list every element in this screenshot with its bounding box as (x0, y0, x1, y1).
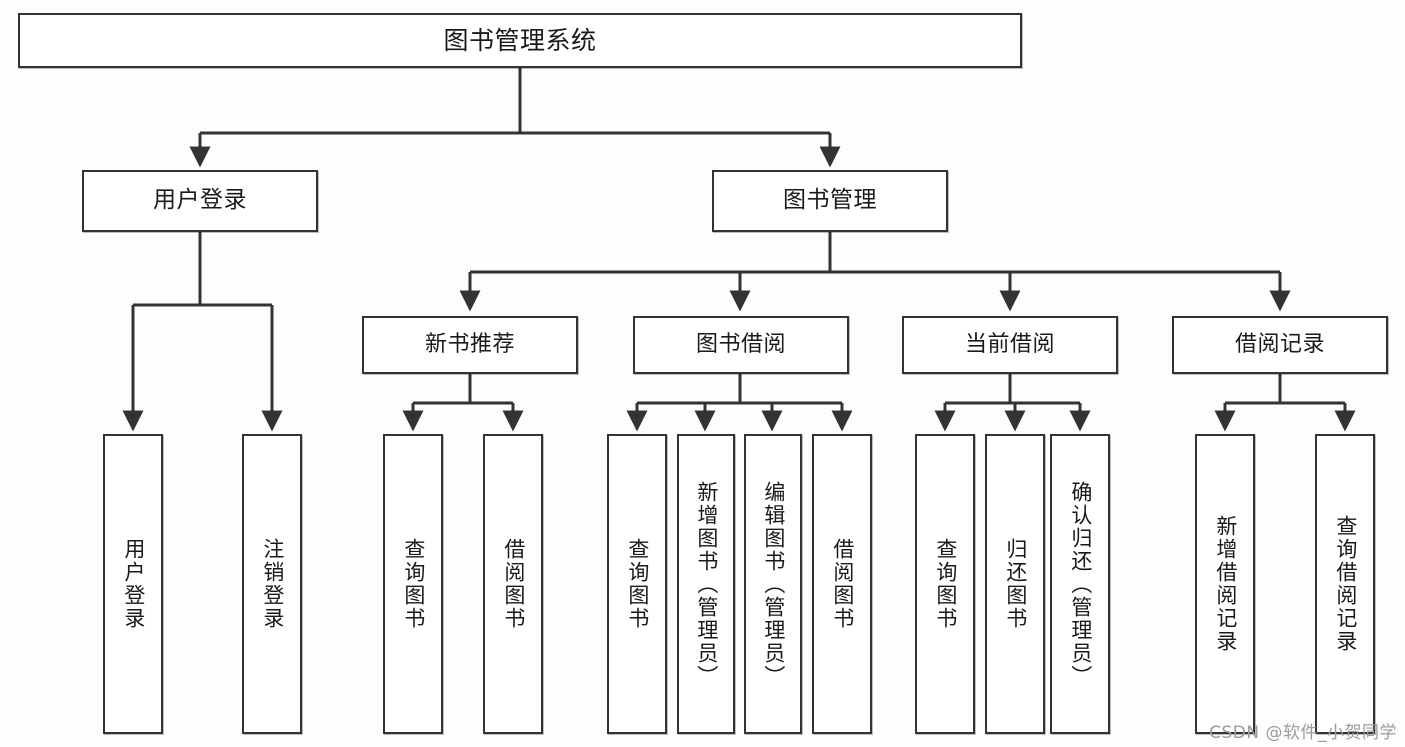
leaf-user-login-logout[interactable]: 注销登录 (242, 434, 302, 734)
node-label: 查询图书 (933, 538, 958, 630)
node-label: 查询图书 (401, 538, 426, 630)
node-label: 归还图书 (1003, 538, 1028, 630)
node-label: 图书管理系统 (443, 25, 597, 55)
node-book-management[interactable]: 图书管理 (712, 170, 948, 232)
node-new-book-recommendation[interactable]: 新书推荐 (362, 316, 578, 374)
node-label: 查询图书 (625, 538, 650, 630)
node-root-book-management-system[interactable]: 图书管理系统 (18, 13, 1022, 68)
node-label: 注销登录 (260, 538, 285, 630)
leaf-new-book-query-books[interactable]: 查询图书 (383, 434, 443, 734)
node-label: 借阅图书 (830, 538, 855, 630)
node-borrowing-record[interactable]: 借阅记录 (1172, 316, 1388, 374)
leaf-user-login-login[interactable]: 用户登录 (103, 434, 163, 734)
node-label: 用户登录 (121, 538, 146, 630)
watermark-text: CSDN @软件_小贺同学 (1209, 723, 1397, 743)
node-label: 确认归还（管理员） (1068, 480, 1093, 688)
leaf-borrow-record-add-record[interactable]: 新增借阅记录 (1195, 434, 1255, 734)
leaf-book-borrow-edit-book-admin[interactable]: 编辑图书（管理员） (744, 434, 802, 734)
leaf-book-borrow-query-books[interactable]: 查询图书 (607, 434, 667, 734)
node-label: 用户登录 (153, 187, 247, 214)
node-label: 图书借阅 (695, 332, 786, 358)
leaf-borrow-record-query-record[interactable]: 查询借阅记录 (1315, 434, 1375, 734)
node-label: 新增图书（管理员） (694, 480, 719, 688)
node-label: 借阅图书 (501, 538, 526, 630)
node-label: 新增借阅记录 (1213, 515, 1238, 653)
leaf-new-book-borrow-books[interactable]: 借阅图书 (483, 434, 543, 734)
node-label: 图书管理 (783, 187, 877, 214)
node-label: 编辑图书（管理员） (761, 480, 786, 688)
leaf-current-borrow-confirm-return-admin[interactable]: 确认归还（管理员） (1050, 434, 1110, 734)
node-book-borrowing[interactable]: 图书借阅 (633, 316, 849, 374)
node-user-login[interactable]: 用户登录 (82, 170, 318, 232)
node-label: 借阅记录 (1234, 332, 1325, 358)
node-current-borrowing[interactable]: 当前借阅 (902, 316, 1118, 374)
leaf-current-borrow-query-books[interactable]: 查询图书 (915, 434, 975, 734)
leaf-book-borrow-borrow-books[interactable]: 借阅图书 (812, 434, 872, 734)
leaf-book-borrow-add-book-admin[interactable]: 新增图书（管理员） (677, 434, 735, 734)
node-label: 当前借阅 (964, 332, 1055, 358)
leaf-current-borrow-return-books[interactable]: 归还图书 (985, 434, 1045, 734)
node-label: 查询借阅记录 (1333, 515, 1358, 653)
node-label: 新书推荐 (424, 332, 515, 358)
